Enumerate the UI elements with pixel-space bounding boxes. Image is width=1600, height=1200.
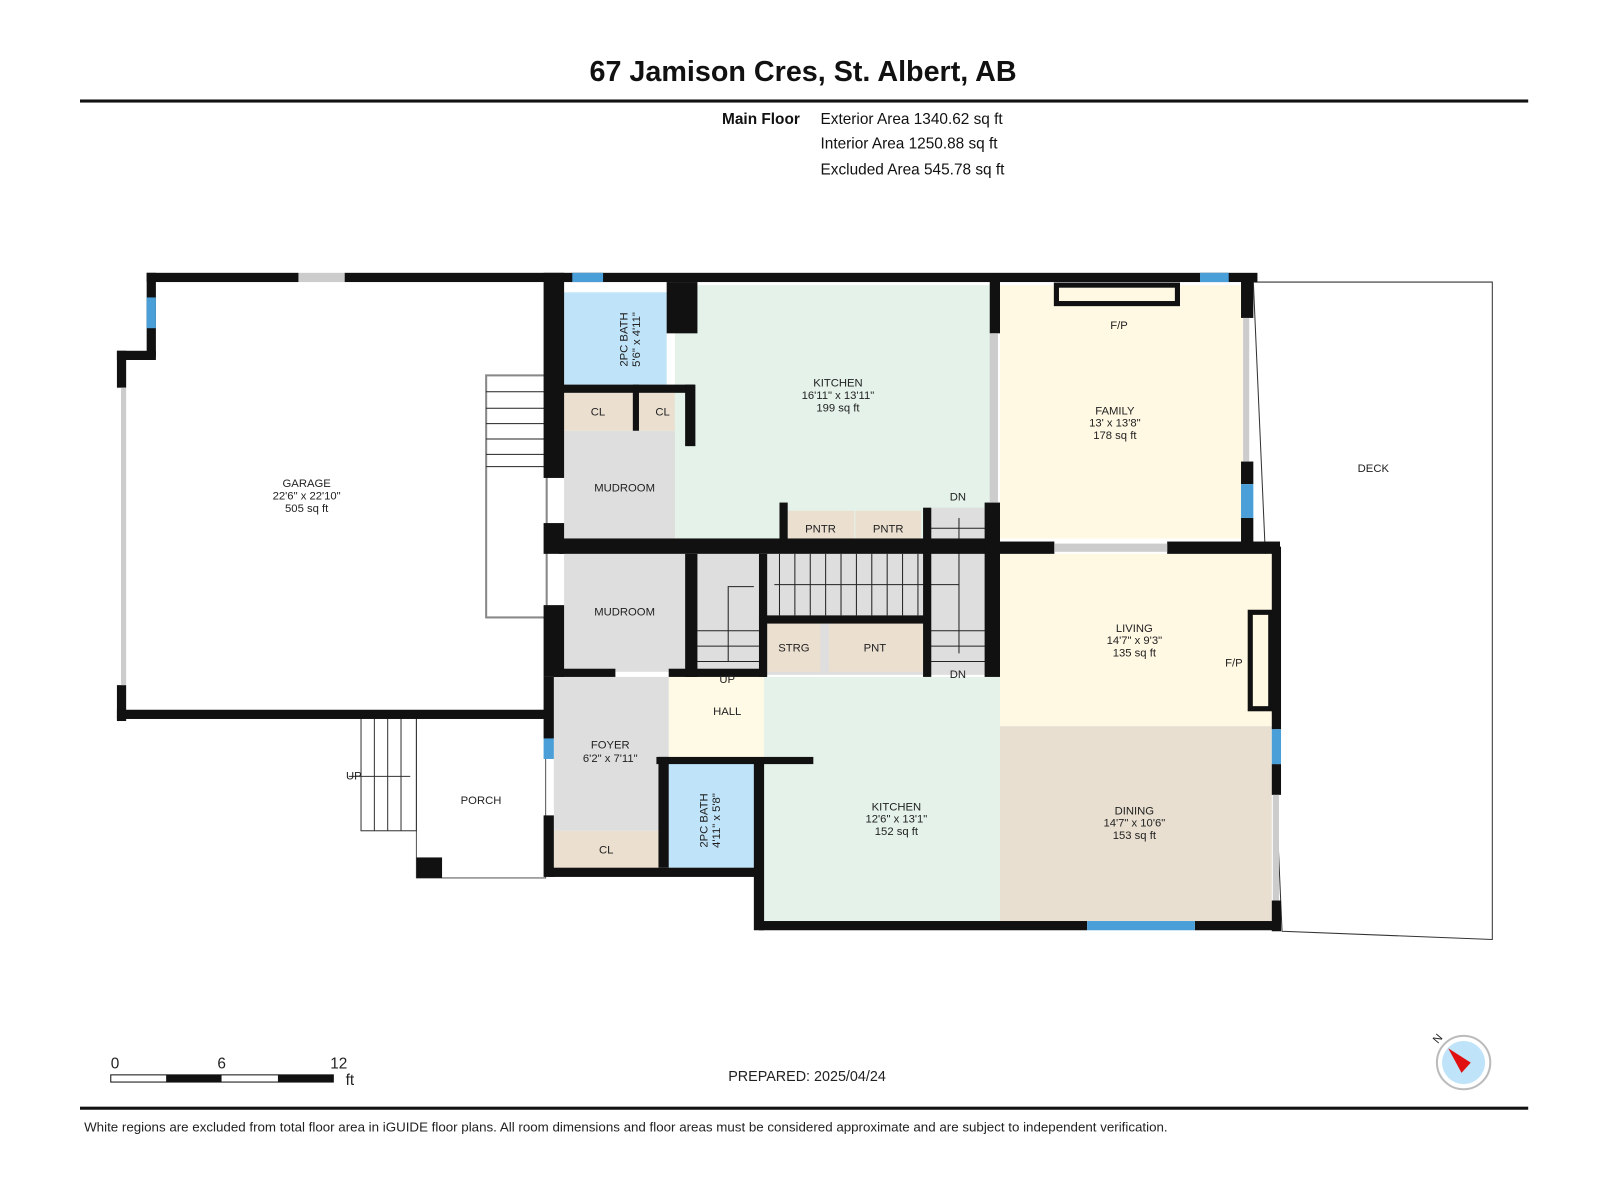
family-area: 178 sq ft [1093, 430, 1137, 442]
garage-dims: 22'6" x 22'10" [273, 490, 341, 502]
pantry-lower [828, 622, 924, 672]
foyer-name: FOYER [591, 740, 630, 752]
floor-name: Main Floor [722, 110, 800, 129]
interior-area: Interior Area 1250.88 sq ft [820, 135, 998, 153]
prepared-date: PREPARED: 2025/04/24 [728, 1069, 886, 1085]
kitchen-lower-name: KITCHEN [872, 801, 921, 813]
storage-label: STRG [778, 642, 809, 654]
closet-3 [553, 830, 659, 868]
kitchen-upper-dims: 16'11" x 13'11" [802, 390, 875, 402]
mudroom-2-label: MUDROOM [594, 606, 655, 618]
bath-lower-dims: 4'11" x 5'8" [711, 793, 723, 848]
room-mudroom-2 [564, 553, 686, 672]
kitchen-upper-area: 199 sq ft [816, 402, 860, 414]
room-porch [415, 717, 547, 879]
pantry-2 [855, 510, 922, 542]
room-family [999, 285, 1244, 539]
porch-label: PORCH [461, 795, 502, 807]
exterior-area: Exterior Area 1340.62 sq ft [820, 110, 1003, 129]
closet-3-label: CL [599, 844, 613, 856]
room-foyer [553, 676, 669, 831]
fireplace-family [1053, 282, 1180, 307]
scale-unit: ft [346, 1072, 355, 1089]
scale-tick-12: 12 [330, 1056, 347, 1073]
room-bath-upper [564, 292, 667, 385]
title-divider [79, 99, 1529, 103]
disclaimer: White regions are excluded from total fl… [84, 1118, 1168, 1135]
dining-name: DINING [1115, 805, 1154, 817]
closet-1 [564, 392, 633, 431]
family-fireplace-label: F/P [1110, 320, 1128, 332]
foyer-dims: 6'2" x 7'11" [583, 753, 638, 765]
openings [121, 272, 1279, 901]
garage-stairs [485, 374, 548, 619]
room-kitchen-upper [674, 285, 993, 542]
porch-post [416, 857, 443, 878]
room-garage [121, 276, 549, 713]
storage [767, 622, 821, 672]
room-mudroom-1 [564, 430, 688, 539]
room-living [999, 553, 1272, 727]
pantry-1 [787, 510, 855, 542]
mudroom-1-label: MUDROOM [594, 482, 655, 494]
footer-divider [79, 1106, 1529, 1110]
family-name: FAMILY [1095, 405, 1135, 417]
room-kitchen-lower [764, 676, 1000, 922]
bath-lower-name: 2PC BATH [699, 793, 711, 847]
pantry-lower-label: PNT [864, 642, 887, 654]
living-area: 135 sq ft [1113, 647, 1157, 659]
kitchen-lower-area: 152 sq ft [875, 826, 919, 838]
room-bath-lower [666, 761, 757, 868]
compass-icon: N [1431, 1032, 1492, 1091]
scale-bar: 0 6 12 ft [110, 1056, 355, 1089]
kitchen-upper-name: KITCHEN [813, 378, 862, 390]
dining-area: 153 sq ft [1113, 830, 1157, 842]
stairs-down-label-2: DN [950, 669, 966, 681]
kitchen-lower-dims: 12'6" x 13'1" [866, 814, 928, 826]
living-name: LIVING [1116, 623, 1153, 635]
bath-upper-dims: 5'6" x 4'11" [631, 312, 643, 367]
closet-2-label: CL [655, 406, 669, 418]
family-dims: 13' x 13'8" [1089, 418, 1141, 430]
garage-name: GARAGE [283, 478, 332, 490]
stairs-down-label-1: DN [950, 492, 966, 504]
garage-area: 505 sq ft [285, 503, 329, 515]
scale-tick-6: 6 [217, 1056, 226, 1073]
windows [146, 272, 1282, 931]
fireplace-living [1247, 609, 1274, 712]
pantry-2-label: PNTR [873, 523, 904, 535]
room-dining [999, 726, 1272, 922]
porch-stairs-up-label: UP [346, 770, 362, 782]
page-title: 67 Jamison Cres, St. Albert, AB [589, 55, 1017, 88]
scale-tick-0: 0 [111, 1056, 120, 1073]
deck-outline [1252, 281, 1493, 941]
stairs-up-label: UP [719, 674, 735, 686]
pantry-1-label: PNTR [805, 523, 836, 535]
dining-dims: 14'7" x 10'6" [1103, 818, 1165, 830]
hall-label: HALL [713, 706, 741, 718]
closet-1-label: CL [591, 406, 605, 418]
deck-label: DECK [1358, 463, 1390, 475]
living-fireplace-label: F/P [1225, 658, 1243, 670]
bath-upper-name: 2PC BATH [619, 312, 631, 366]
living-dims: 14'7" x 9'3" [1107, 635, 1163, 647]
excluded-area: Excluded Area 545.78 sq ft [820, 161, 1005, 179]
